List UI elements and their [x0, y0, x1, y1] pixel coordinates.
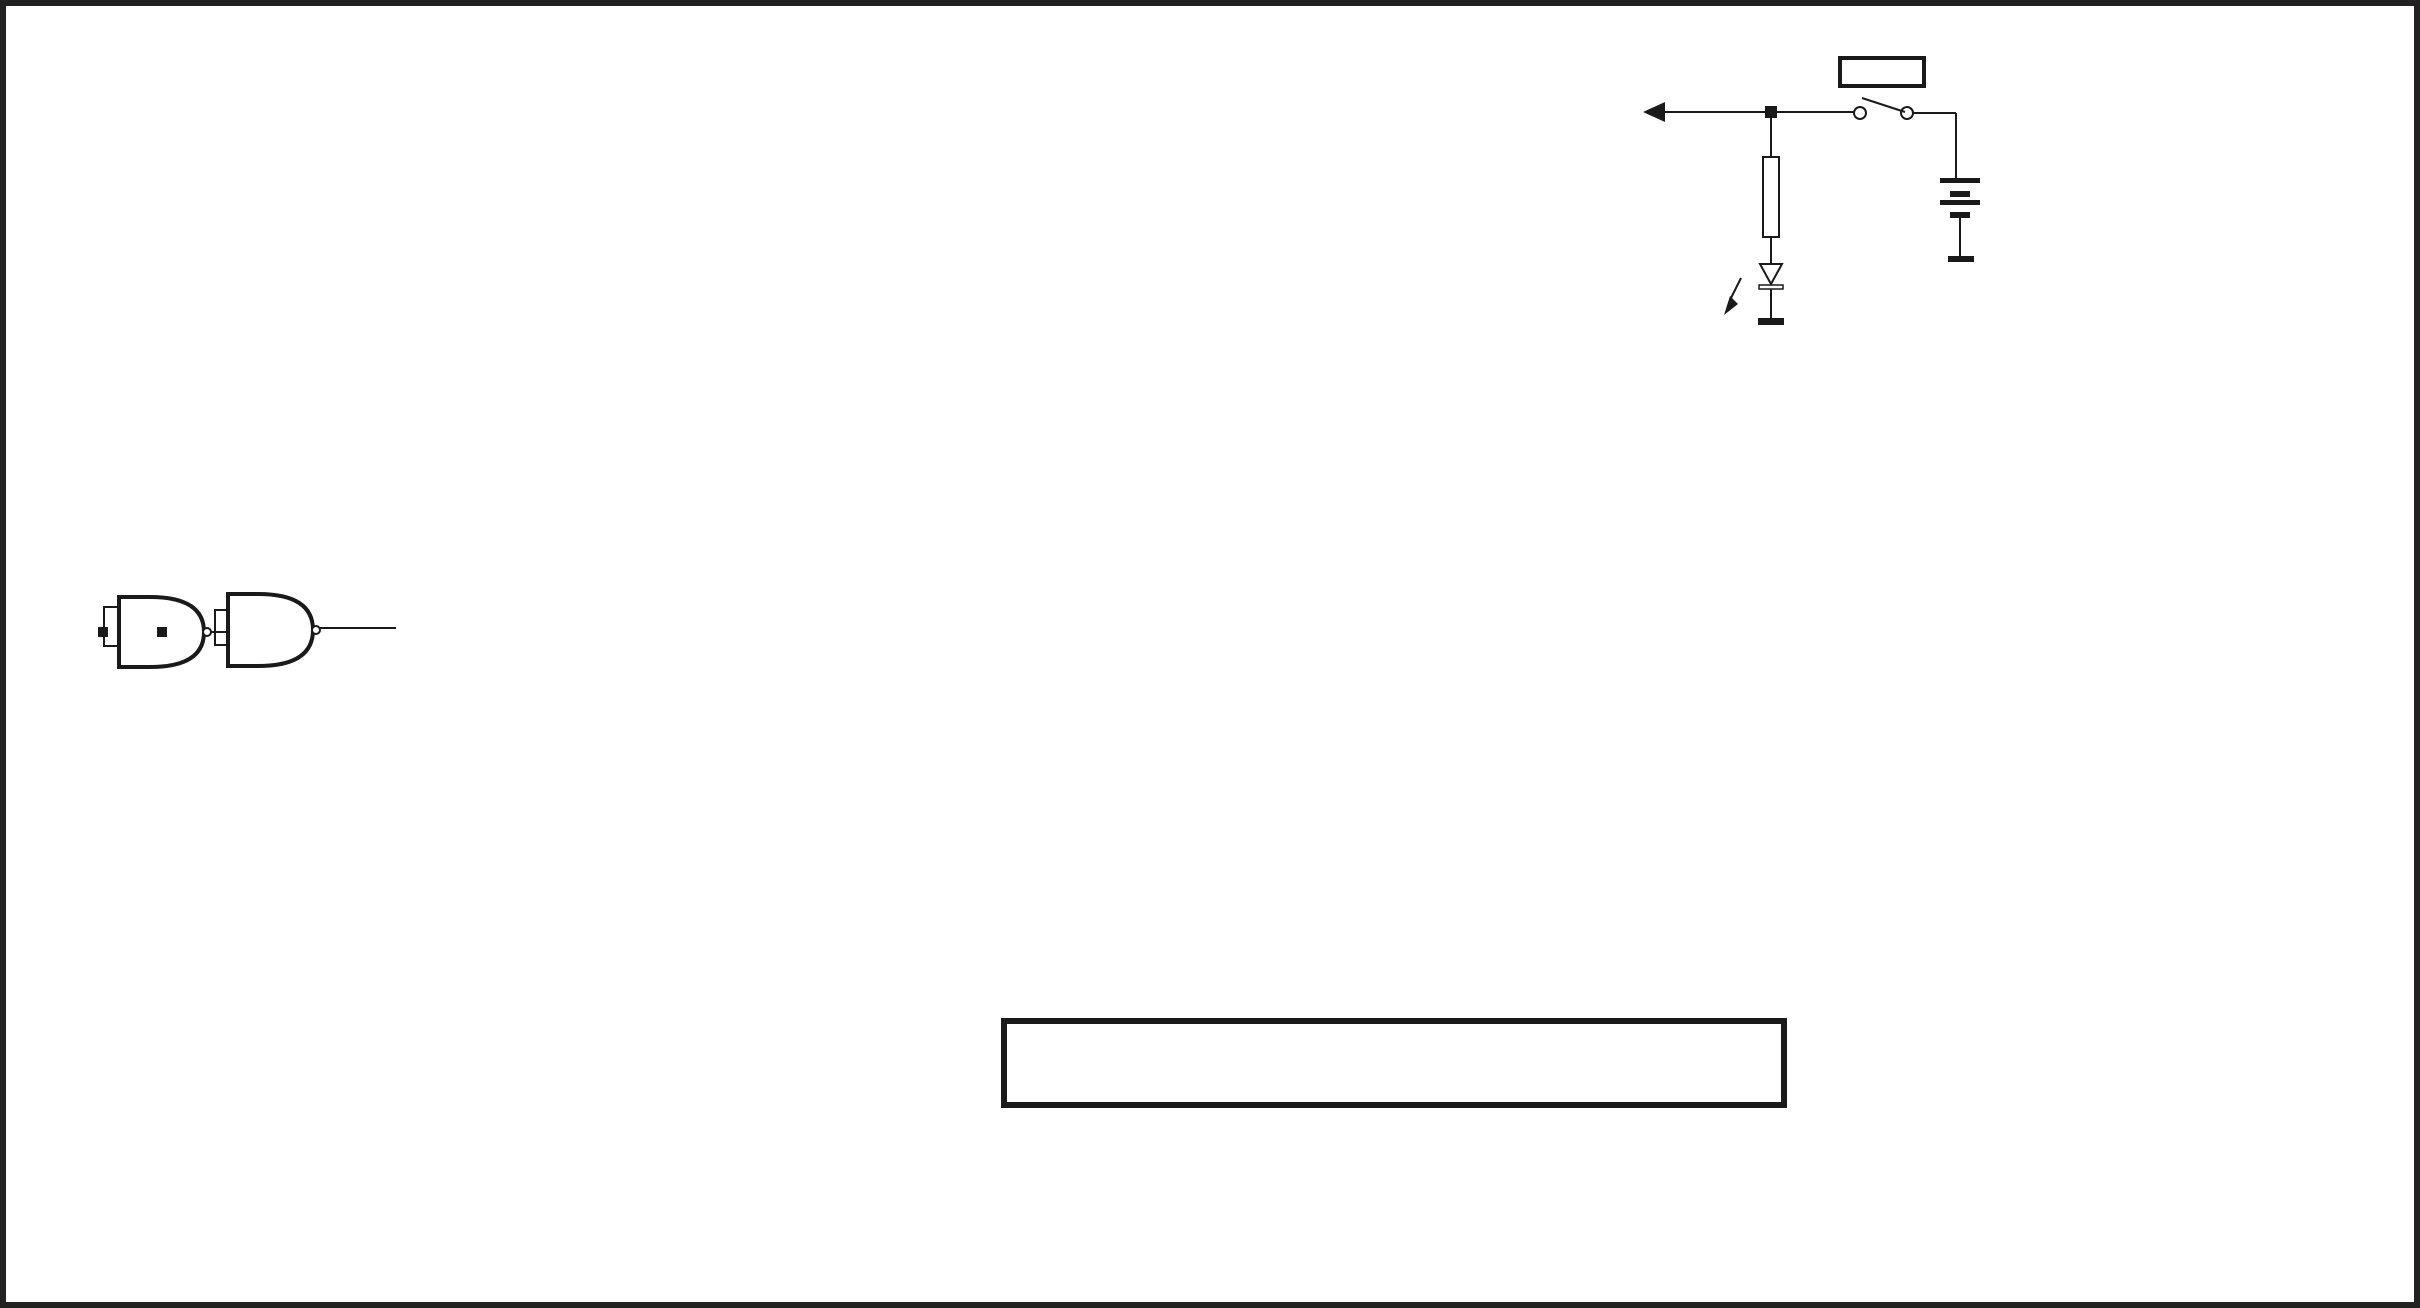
title-block [1001, 1018, 1787, 1108]
battery-icon [1940, 178, 1980, 262]
nand-gate-ic1b [157, 592, 321, 668]
led-d1-icon [1724, 263, 1784, 325]
oscillator-section [98, 592, 396, 669]
switch-sw1 [1853, 97, 1957, 180]
resistor-r17 [1762, 156, 1780, 238]
arrow-left-icon [1643, 102, 1665, 122]
nand-gate-ic1a [98, 595, 212, 669]
power-section [1643, 56, 1980, 325]
